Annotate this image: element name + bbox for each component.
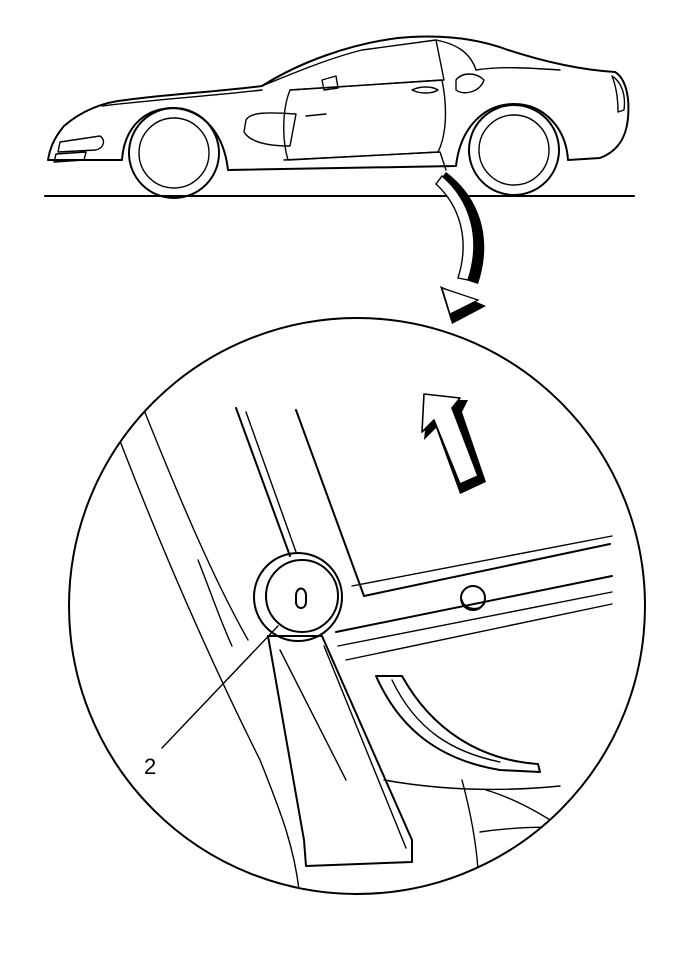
underbody-floor-a [383,779,561,791]
rocker-rail-top-inner [351,535,613,587]
lower-pillar-edge [323,645,407,849]
door-frame-edge [235,407,291,557]
body-curve-inner [143,409,249,641]
car-door [283,79,447,161]
car-rear-window [455,73,485,94]
rocker-rail-mid [335,575,613,633]
detail-view: 2 [68,317,646,895]
front-wheel-tire [128,107,220,199]
underbody-bracket-inner [391,679,501,763]
arrow-head-highlight [441,287,480,315]
body-curve-outer [111,419,301,894]
drain-plug-inner [265,559,339,633]
car-roof-pillar [435,39,561,71]
door-panel-edge [295,409,365,597]
lower-pillar-crease [279,649,347,781]
detail-circle-border [68,317,646,895]
car-hood-line [101,89,263,107]
detail-contents [111,393,613,894]
arrow-shaft [435,174,475,281]
car-door-trim [305,113,327,117]
rocker-rail-top [363,543,611,597]
front-wheel-rim [138,117,210,189]
body-curve-short [197,559,233,647]
car-headlight [57,135,105,153]
car-mirror [321,75,339,91]
callout-2-leader [161,625,279,749]
rail-access-hole [460,585,486,611]
car-door-handle [411,86,439,94]
car-side-view [44,35,635,199]
underbody-floor-b [461,779,479,871]
car-tail-light [611,75,626,113]
rail-access-hole-shadow [461,599,486,610]
rocker-rail-mid-inner [337,591,613,647]
door-frame-edge-inner [245,411,297,553]
rocker-rail-low [345,603,613,661]
car-side-scoop [243,112,297,147]
drain-plug-slot [295,587,307,609]
underbody-bracket [375,675,541,773]
detail-arrow [435,172,486,324]
car-body-outline [47,35,630,171]
rear-wheel-rim [478,114,550,186]
car-door-sill [283,151,447,171]
rear-wheel-tire [468,104,560,196]
direction-arrow [421,393,486,494]
direction-arrow-body [421,393,479,485]
lower-pillar [267,635,413,867]
callout-2-label: 2 [144,754,156,779]
drain-plug-outer [253,552,343,642]
underbody-floor-c [485,789,581,841]
car-fog-light [53,151,87,163]
